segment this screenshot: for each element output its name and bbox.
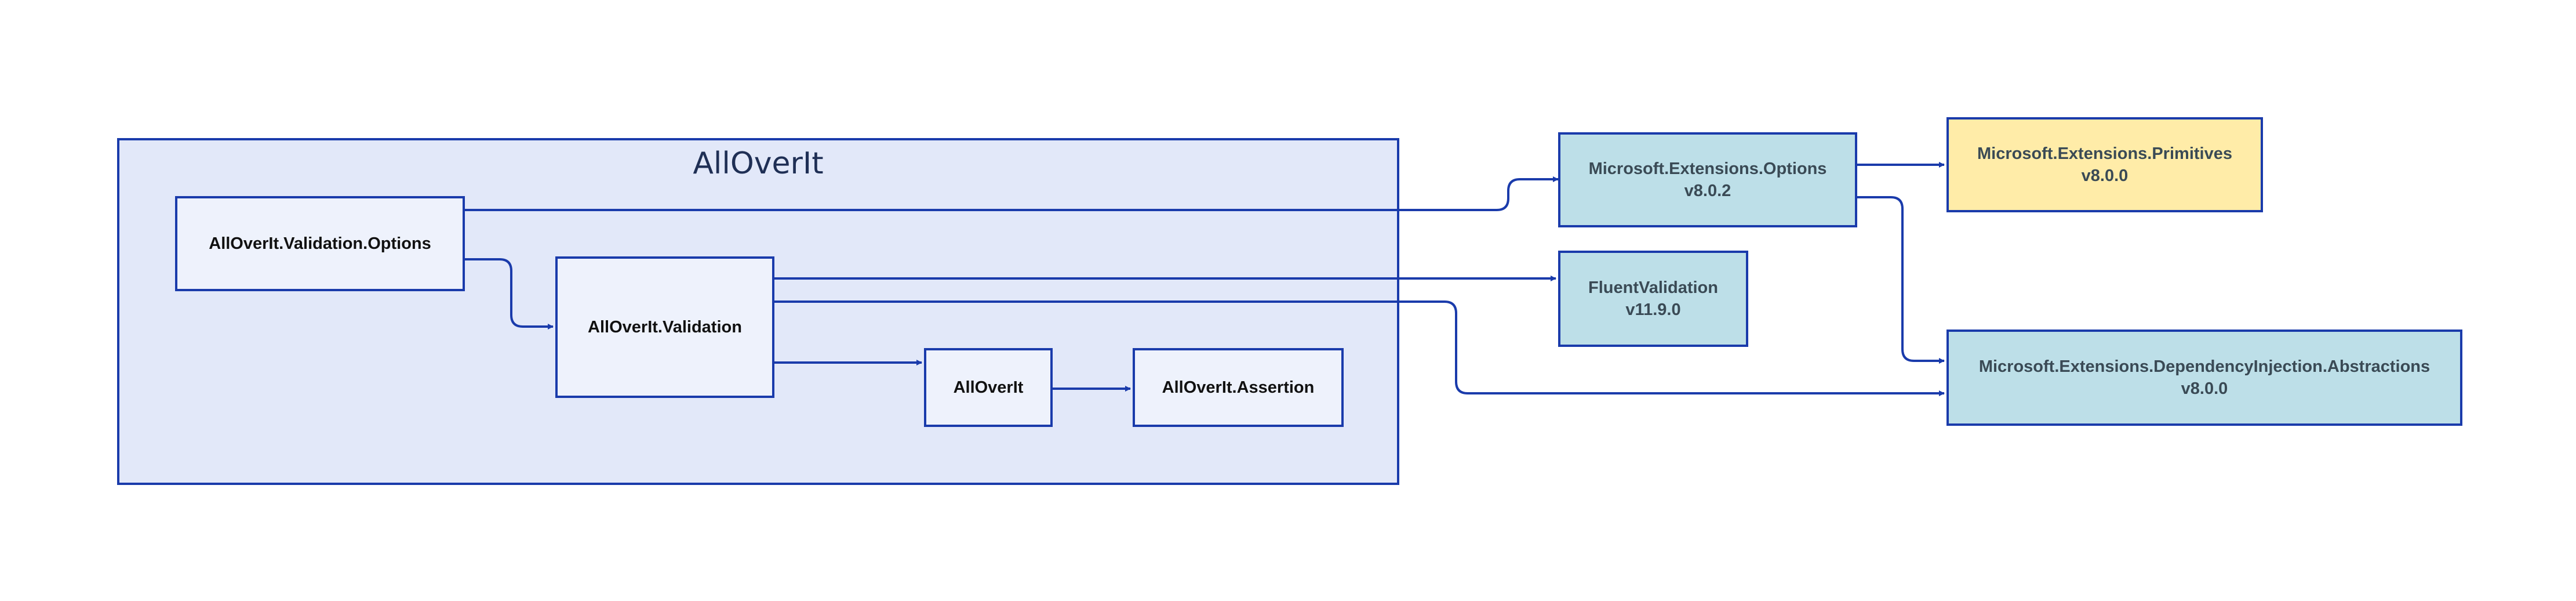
node-label: AllOverIt.Assertion	[1162, 378, 1315, 397]
node-alloverit-assertion[interactable]: AllOverIt.Assertion	[1133, 348, 1344, 427]
node-alloverit-validation-options[interactable]: AllOverIt.Validation.Options	[175, 196, 465, 291]
node-version: v11.9.0	[1625, 300, 1681, 319]
node-fluentvalidation[interactable]: FluentValidation v11.9.0	[1558, 251, 1748, 347]
edge-validation-to-di-abstractions	[774, 300, 1945, 396]
node-label: Microsoft.Extensions.Options	[1588, 160, 1827, 178]
node-label: Microsoft.Extensions.DependencyInjection…	[1978, 357, 2431, 376]
edge-validation-options-to-validation	[464, 258, 554, 330]
node-label: AllOverIt	[953, 378, 1024, 397]
edge-validation-options-to-ms-options	[464, 176, 1559, 211]
node-label: Microsoft.Extensions.Primitives	[1977, 144, 2232, 163]
node-ms-extensions-primitives[interactable]: Microsoft.Extensions.Primitives v8.0.0	[1946, 117, 2263, 212]
node-ms-di-abstractions[interactable]: Microsoft.Extensions.DependencyInjection…	[1946, 330, 2462, 426]
node-label: AllOverIt.Validation.Options	[209, 234, 431, 253]
node-alloverit-validation[interactable]: AllOverIt.Validation	[555, 256, 774, 398]
node-ms-extensions-options[interactable]: Microsoft.Extensions.Options v8.0.2	[1558, 132, 1857, 227]
node-version: v8.0.0	[2181, 379, 2228, 398]
alloverit-group-title: AllOverIt	[693, 146, 824, 181]
node-label: AllOverIt.Validation	[588, 318, 742, 336]
node-version: v8.0.0	[2081, 166, 2129, 185]
node-alloverit[interactable]: AllOverIt	[924, 348, 1053, 427]
node-version: v8.0.2	[1684, 182, 1731, 200]
node-label: FluentValidation	[1588, 278, 1718, 297]
edge-ms-options-to-di-abstractions	[1857, 196, 1945, 364]
